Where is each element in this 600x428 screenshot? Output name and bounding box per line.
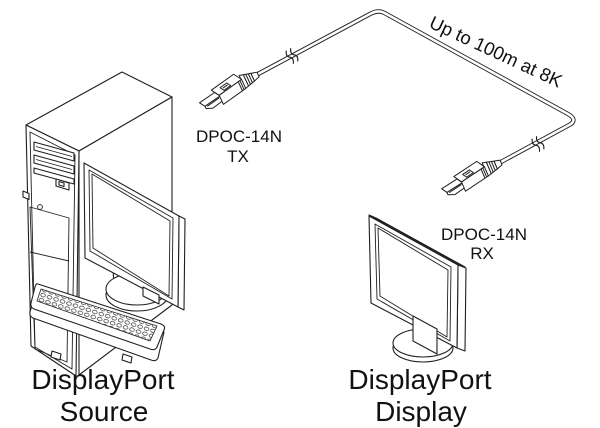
source-keyboard [29, 283, 166, 364]
source-monitor-mount [142, 286, 160, 305]
keyboard-foot-left [50, 350, 62, 361]
display-label-line2: Display [375, 396, 467, 427]
display-monitor-bezel [374, 223, 452, 342]
dp-connector-tx [194, 64, 264, 114]
tower-drive-bays [33, 141, 75, 185]
keyboard-keys [36, 288, 158, 342]
tx-label-role: TX [227, 147, 249, 166]
source-label-line2: Source [60, 396, 149, 427]
tower-front-bezel [29, 131, 76, 370]
display-monitor-top-edge [368, 214, 466, 268]
fiber-cable [255, 9, 576, 165]
source-monitor-panel [83, 162, 180, 308]
source-monitor-screen [91, 173, 171, 297]
tx-label-model: DPOC-14N [196, 127, 282, 146]
display-monitor-screen [377, 227, 449, 338]
rx-label-role: RX [470, 244, 494, 263]
dp-connector-rx [436, 152, 507, 200]
display-label-line1: DisplayPort [348, 364, 491, 395]
keyboard-foot-right [121, 353, 133, 364]
source-label-line1: DisplayPort [31, 364, 174, 395]
display-monitor-neck [412, 315, 438, 355]
display-monitor-panel [368, 215, 459, 349]
tower-door-seam [29, 251, 70, 262]
source-monitor-bezel [88, 169, 174, 300]
tower-usb-port [22, 190, 30, 201]
rx-label-model: DPOC-14N [441, 225, 527, 244]
display-monitor [368, 214, 467, 363]
source-monitor [83, 162, 186, 312]
tower-eject-button [58, 180, 65, 188]
cable-length-label: Up to 100m at 8K [426, 12, 566, 92]
